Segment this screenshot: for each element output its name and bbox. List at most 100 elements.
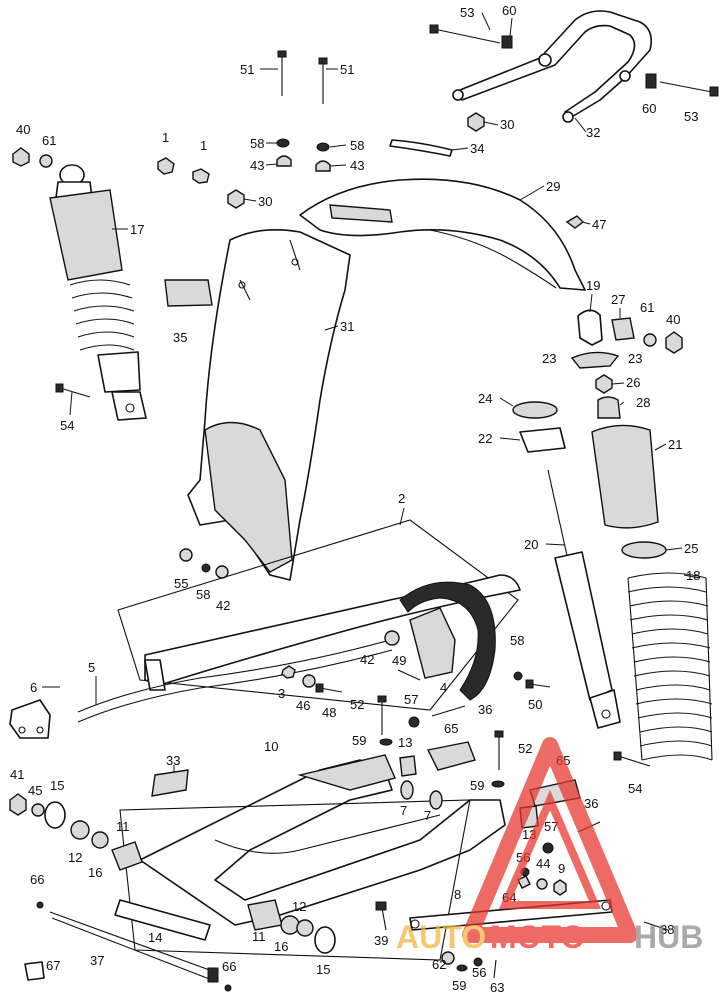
callout-label: 47	[592, 217, 606, 232]
callout-label: 61	[640, 300, 654, 315]
nut-59-a	[379, 738, 393, 746]
callout-label: 15	[316, 962, 330, 977]
washer-42-b	[384, 630, 400, 646]
callout-label: 66	[30, 872, 44, 887]
callout-label: 24	[478, 391, 492, 406]
bolt-38	[643, 921, 669, 931]
callout-label: 59	[352, 733, 366, 748]
seal-15-right	[314, 926, 336, 954]
callout-label: 11	[116, 819, 130, 834]
pad-35	[164, 279, 213, 307]
nut-59-c	[456, 964, 468, 972]
spring-18	[627, 572, 713, 761]
callout-label: 62	[432, 957, 446, 972]
callout-label: 18	[686, 568, 700, 583]
leader-lines	[42, 12, 701, 772]
bolt-36-upper	[431, 705, 466, 717]
lube-fitting-67	[24, 961, 45, 981]
strip-34	[389, 139, 453, 157]
callout-label: 23	[542, 351, 556, 366]
callout-label: 20	[524, 537, 538, 552]
callout-label: 9	[558, 861, 565, 876]
callout-label: 1	[200, 138, 207, 153]
callout-label: 56	[472, 965, 486, 980]
nut-58-b	[316, 142, 330, 152]
nut-56-b	[473, 957, 483, 967]
collar-11-left	[111, 841, 143, 871]
callout-label: 38	[660, 922, 674, 937]
pivot-sleeve-14	[114, 899, 211, 941]
cap-43-a	[276, 155, 292, 167]
cap-nut-40-right	[665, 331, 683, 354]
callout-label: 36	[584, 796, 598, 811]
cap-nut-41	[9, 793, 27, 816]
bolt-53-right	[659, 81, 719, 97]
callout-label: 6	[30, 680, 37, 695]
nut-57-a	[408, 716, 420, 728]
nut-9	[553, 879, 567, 896]
collar-11-right	[247, 899, 283, 931]
bolt-50	[525, 679, 551, 689]
bolt-49	[397, 669, 421, 681]
drive-chain	[77, 581, 496, 723]
washer-46	[302, 674, 316, 688]
callout-label: 21	[668, 437, 682, 452]
callout-label: 27	[611, 292, 625, 307]
callout-label: 52	[518, 741, 532, 756]
callout-label: 34	[470, 141, 484, 156]
watermark-logo: AUTO MOTO HUB	[396, 737, 703, 955]
bolt-51-right	[318, 57, 328, 104]
pivot-bolt-37	[49, 911, 219, 983]
bolt-51-left	[277, 50, 287, 96]
bushing-28	[597, 396, 621, 419]
callout-label: 16	[88, 865, 102, 880]
watermark-text-hub: HUB	[634, 919, 703, 955]
pad-33	[151, 769, 189, 797]
callout-label: 53	[460, 5, 474, 20]
collar-7-a	[400, 780, 414, 800]
callout-label: 4	[440, 680, 447, 695]
callout-label: 30	[258, 194, 272, 209]
callout-label: 54	[628, 781, 642, 796]
callout-label: 16	[274, 939, 288, 954]
callout-label: 28	[636, 395, 650, 410]
nut-30-right	[467, 112, 485, 132]
nut-60-upper	[501, 35, 513, 49]
seat-24	[512, 401, 558, 419]
bracket-65-upper	[426, 741, 476, 771]
inner-fender	[187, 228, 351, 581]
bushing-16-left	[91, 831, 109, 849]
callout-label: 31	[340, 319, 354, 334]
callout-label: 33	[166, 753, 180, 768]
bolt-52-right	[494, 730, 504, 770]
nut-26	[595, 374, 613, 394]
bolt-52-left	[377, 695, 387, 735]
grommet-3	[281, 665, 296, 679]
callout-label: 19	[586, 278, 600, 293]
callout-label: 26	[626, 375, 640, 390]
callout-label: 63	[490, 980, 504, 995]
grommet-1-b	[192, 168, 210, 184]
callout-label: 25	[684, 541, 698, 556]
nut-58-c	[201, 563, 211, 573]
callout-label: 32	[586, 125, 600, 140]
washer-45	[31, 803, 45, 817]
callout-label: 57	[404, 692, 418, 707]
bolt-39	[375, 901, 387, 931]
nut-60-right	[645, 73, 657, 89]
callout-label: 59	[452, 978, 466, 993]
callout-label: 58	[196, 587, 210, 602]
bolt-54-left	[55, 383, 91, 398]
callout-label: 35	[173, 330, 187, 345]
clip-47	[565, 215, 585, 229]
washer-44	[536, 878, 548, 890]
callout-label: 2	[398, 491, 405, 506]
pin-66-right	[224, 984, 232, 992]
callout-label: 60	[642, 101, 656, 116]
callout-label: 51	[340, 62, 354, 77]
callout-label: 45	[28, 783, 42, 798]
callout-label: 1	[162, 130, 169, 145]
callout-label: 3	[278, 686, 285, 701]
nut-58-d	[513, 671, 523, 681]
